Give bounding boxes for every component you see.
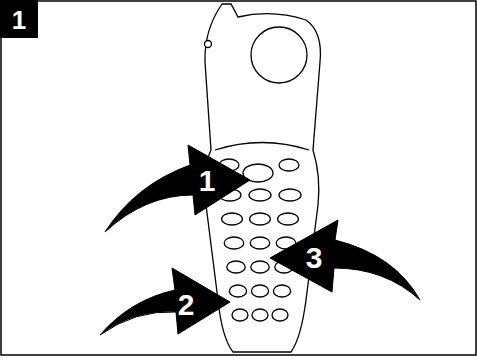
key xyxy=(229,285,246,297)
callout-number: 1 xyxy=(199,166,216,196)
key xyxy=(232,309,248,321)
arrow xyxy=(270,220,420,300)
key xyxy=(227,261,245,273)
arrow xyxy=(100,268,230,335)
callout-number: 2 xyxy=(178,290,195,320)
key xyxy=(250,213,271,225)
key xyxy=(250,237,270,249)
arrows xyxy=(100,145,420,335)
key xyxy=(222,213,243,225)
step-badge: 1 xyxy=(0,0,38,38)
key xyxy=(251,261,269,273)
arrow xyxy=(105,145,250,232)
key xyxy=(273,285,290,297)
key xyxy=(278,213,299,225)
step-number: 1 xyxy=(12,7,26,33)
key xyxy=(272,309,288,321)
key xyxy=(251,285,268,297)
key xyxy=(279,189,301,201)
key xyxy=(224,237,244,249)
key xyxy=(249,189,271,201)
key xyxy=(252,309,268,321)
frame xyxy=(1,1,476,355)
callout-number: 3 xyxy=(306,243,323,273)
